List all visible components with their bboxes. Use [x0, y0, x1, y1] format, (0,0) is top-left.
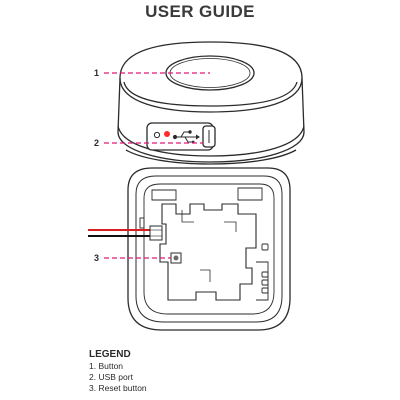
usb-symbol-icon [172, 130, 200, 144]
led-ring-icon [153, 131, 161, 139]
legend: LEGEND 1. Button 2. USB port 3. Reset bu… [89, 349, 147, 394]
legend-item-button: 1. Button [89, 361, 124, 371]
wire-connector [149, 225, 163, 241]
page-title: USER GUIDE [145, 2, 255, 21]
callout-3-number: 3 [94, 253, 99, 263]
legend-title: LEGEND [89, 349, 131, 360]
reset-button [170, 252, 182, 264]
callout-2-number: 2 [94, 138, 99, 148]
wires [88, 225, 163, 241]
device-internal-view [127, 167, 291, 331]
legend-item-usb-port: 2. USB port [89, 372, 133, 382]
callout-1-number: 1 [94, 68, 99, 78]
device-side-view [117, 41, 305, 165]
status-led [164, 131, 170, 137]
legend-item-reset-button: 3. Reset button [89, 383, 147, 393]
pcb-board [159, 203, 257, 301]
callout-1: 1 [94, 68, 210, 78]
callout-2: 2 [94, 138, 203, 148]
callout-3: 3 [94, 253, 171, 263]
